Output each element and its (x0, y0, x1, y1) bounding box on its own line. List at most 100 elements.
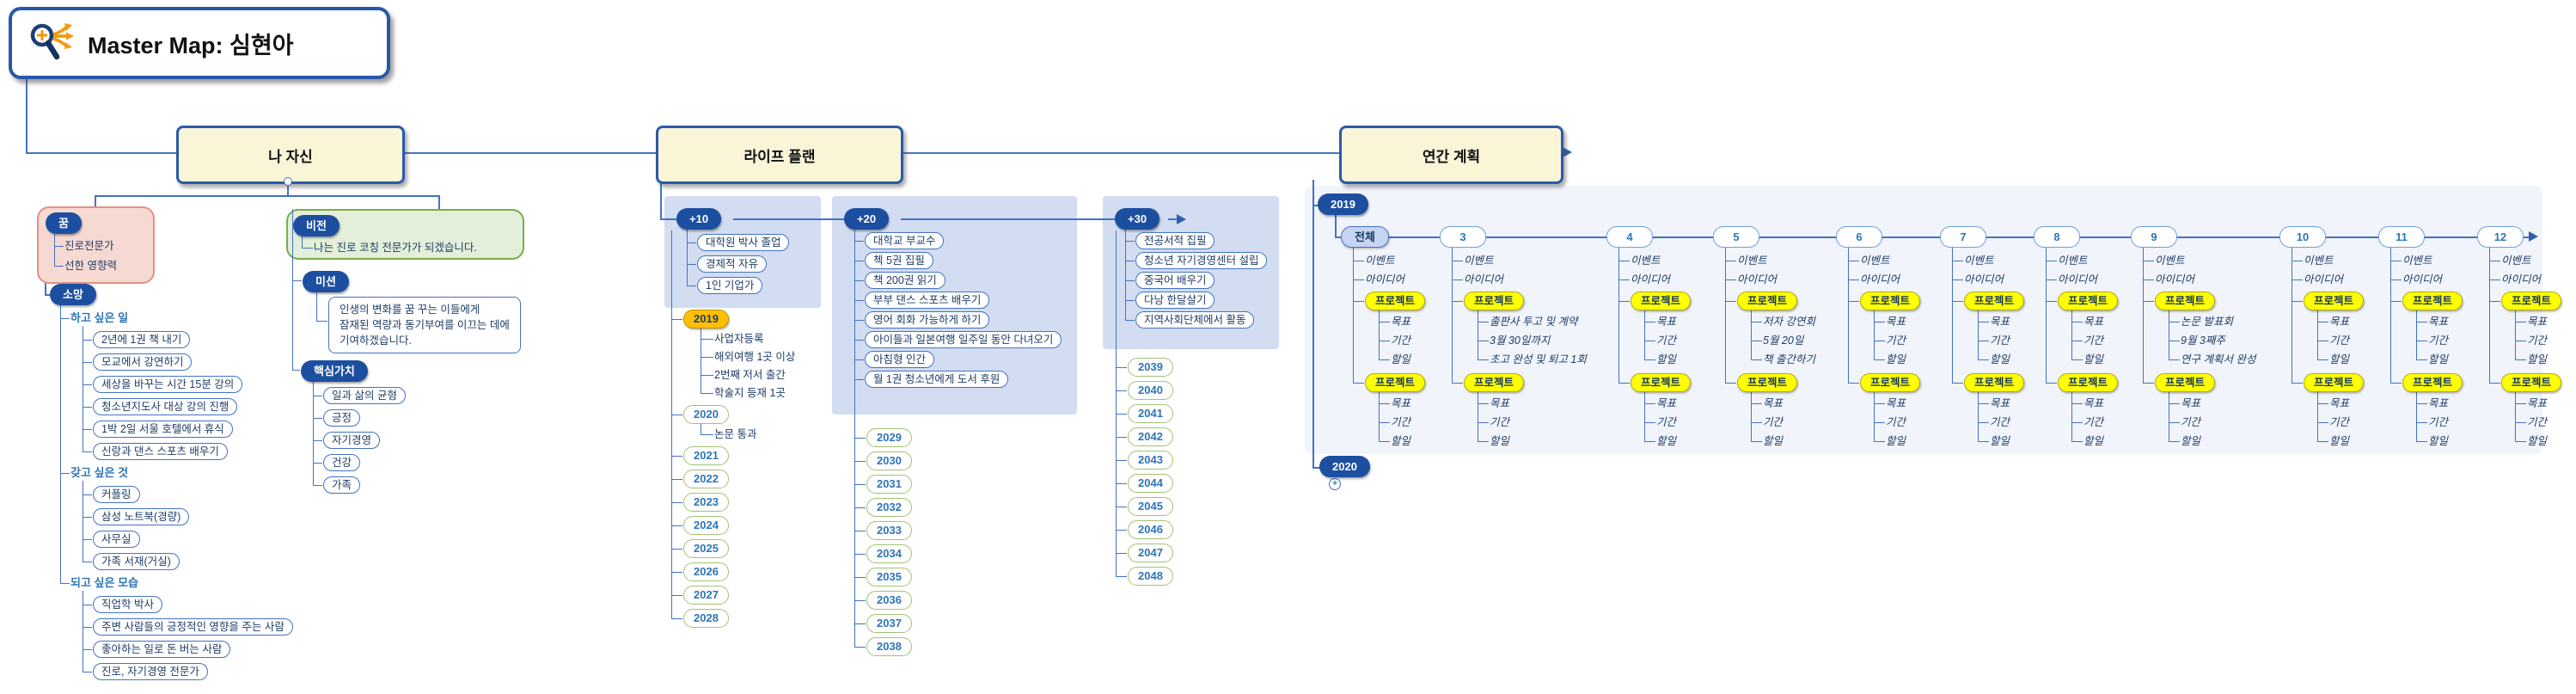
project-item[interactable]: 할일 (1763, 435, 1784, 447)
month-column-topic[interactable]: 10 (2279, 226, 2326, 248)
year-item[interactable]: 2번째 저서 출간 (714, 369, 786, 381)
wish-item[interactable]: 가족 서재(거실) (93, 553, 180, 570)
decade-goal[interactable]: 1인 기업가 (697, 277, 763, 294)
year-item[interactable]: 논문 통과 (714, 428, 757, 440)
project-topic[interactable]: 프로젝트 (2402, 373, 2463, 392)
topic-core-values[interactable]: 핵심가치 (301, 360, 368, 383)
project-item[interactable]: 기간 (2329, 335, 2350, 347)
project-item[interactable]: 연구 계획서 완성 (2181, 353, 2256, 365)
year-item[interactable]: 해외여행 1곳 이상 (714, 351, 796, 363)
project-item[interactable]: 저자 강연회 (1763, 316, 1815, 328)
project-item[interactable]: 할일 (2181, 435, 2201, 447)
project-topic[interactable]: 프로젝트 (2155, 292, 2216, 310)
project-item[interactable]: 기간 (1886, 416, 1906, 428)
project-item[interactable]: 할일 (1391, 435, 1411, 447)
project-item[interactable]: 기간 (1763, 416, 1784, 428)
year-topic[interactable]: 2040 (1128, 381, 1173, 400)
year-topic[interactable]: 2046 (1128, 520, 1173, 539)
decade-goal[interactable]: 영어 회화 가능하게 하기 (865, 311, 990, 329)
month-column-topic[interactable]: 6 (1836, 226, 1882, 248)
project-topic[interactable]: 프로젝트 (1737, 373, 1798, 392)
year-topic[interactable]: 2031 (866, 475, 912, 494)
project-item[interactable]: 논문 발표회 (2181, 316, 2233, 328)
year-topic[interactable]: 2043 (1128, 451, 1173, 470)
decade-goal[interactable]: 대학원 박사 졸업 (697, 234, 790, 251)
year-topic[interactable]: 2036 (866, 591, 912, 610)
column-row-label[interactable]: 아이디어 (1860, 273, 1900, 286)
wish-item[interactable]: 사무실 (93, 531, 140, 548)
project-item[interactable]: 기간 (2083, 335, 2104, 347)
year-topic[interactable]: 2019 (683, 310, 729, 329)
project-item[interactable]: 할일 (1990, 353, 2010, 365)
year-topic[interactable]: 2023 (683, 493, 729, 512)
month-column-topic[interactable]: 8 (2034, 226, 2080, 248)
year-topic[interactable]: 2042 (1128, 427, 1173, 446)
year-topic[interactable]: 2033 (866, 521, 912, 540)
decade-goal[interactable]: 책 200권 읽기 (865, 272, 945, 289)
year-topic[interactable]: 2041 (1128, 404, 1173, 423)
project-topic[interactable]: 프로젝트 (1365, 373, 1426, 392)
project-item[interactable]: 할일 (1391, 353, 1411, 365)
project-item[interactable]: 5월 20일 (1763, 335, 1804, 347)
month-column-topic[interactable]: 12 (2477, 226, 2524, 248)
decade-goal[interactable]: 경제적 자유 (697, 255, 767, 273)
project-item[interactable]: 기간 (1990, 335, 2010, 347)
project-item[interactable]: 기간 (1886, 335, 1906, 347)
year-topic[interactable]: 2045 (1128, 497, 1173, 516)
project-item[interactable]: 할일 (2428, 353, 2449, 365)
topic-dream[interactable]: 꿈 (46, 212, 82, 234)
project-item[interactable]: 3월 30일까지 (1490, 335, 1551, 347)
branch-self-topic[interactable]: 나 자신 (176, 126, 405, 184)
wish-item[interactable]: 직업학 박사 (93, 596, 162, 613)
year-topic[interactable]: 2030 (866, 451, 912, 470)
project-topic[interactable]: 프로젝트 (1464, 292, 1525, 310)
annual-year-collapsed-topic[interactable]: 2020 (1319, 456, 1370, 477)
column-row-label[interactable]: 이벤트 (1365, 255, 1395, 267)
project-item[interactable]: 목표 (1763, 397, 1784, 409)
wish-item[interactable]: 세상을 바꾸는 시간 15분 강의 (93, 376, 243, 393)
project-item[interactable]: 목표 (2527, 316, 2548, 328)
wish-item[interactable]: 1박 2일 서울 호텔에서 휴식 (93, 421, 233, 438)
wish-category[interactable]: 하고 싶은 일 (70, 311, 129, 324)
year-topic[interactable]: 2048 (1128, 567, 1173, 586)
wish-item[interactable]: 좋아하는 일로 돈 버는 사람 (93, 641, 231, 658)
project-item[interactable]: 기간 (2181, 416, 2201, 428)
core-value-item[interactable]: 가족 (323, 476, 361, 494)
year-topic[interactable]: 2029 (866, 428, 912, 447)
topic-vision[interactable]: 비전 (293, 215, 340, 236)
project-topic[interactable]: 프로젝트 (1860, 292, 1921, 310)
year-topic[interactable]: 2034 (866, 544, 912, 563)
project-item[interactable]: 기간 (2527, 416, 2548, 428)
year-topic[interactable]: 2022 (683, 470, 729, 488)
decade-goal[interactable]: 아이들과 일본여행 일주일 동안 다녀오기 (865, 331, 1062, 348)
project-topic[interactable]: 프로젝트 (2402, 292, 2463, 310)
project-topic[interactable]: 프로젝트 (1631, 292, 1692, 310)
project-item[interactable]: 목표 (2329, 397, 2350, 409)
core-value-item[interactable]: 건강 (323, 454, 361, 472)
project-item[interactable]: 목표 (1391, 316, 1411, 328)
project-item[interactable]: 할일 (1990, 435, 2010, 447)
project-item[interactable]: 기간 (1656, 416, 1677, 428)
project-topic[interactable]: 프로젝트 (2155, 373, 2216, 392)
topic-decade[interactable]: +10 (676, 208, 722, 230)
project-item[interactable]: 목표 (1990, 316, 2010, 328)
project-topic[interactable]: 프로젝트 (2304, 292, 2365, 310)
project-item[interactable]: 기간 (2527, 335, 2548, 347)
column-row-label[interactable]: 이벤트 (1631, 255, 1661, 267)
month-column-topic[interactable]: 4 (1606, 226, 1653, 248)
project-item[interactable]: 기간 (2329, 416, 2350, 428)
project-topic[interactable]: 프로젝트 (1964, 292, 2025, 310)
project-item[interactable]: 목표 (1656, 316, 1677, 328)
project-item[interactable]: 목표 (2428, 316, 2449, 328)
decade-goal[interactable]: 부부 댄스 스포츠 배우기 (865, 292, 990, 309)
month-column-topic[interactable]: 3 (1440, 226, 1486, 248)
year-topic[interactable]: 2032 (866, 498, 912, 517)
wish-item[interactable]: 진로, 자기경영 전문가 (93, 663, 208, 680)
project-item[interactable]: 기간 (1391, 416, 1411, 428)
branch-annual-topic[interactable]: 연간 계획 (1339, 126, 1563, 184)
project-topic[interactable]: 프로젝트 (1964, 373, 2025, 392)
project-item[interactable]: 할일 (1886, 435, 1906, 447)
wish-item[interactable]: 주변 사람들의 긍정적인 영향을 주는 사람 (93, 618, 293, 636)
wish-item[interactable]: 2년에 1권 책 내기 (93, 331, 191, 348)
project-item[interactable]: 책 출간하기 (1763, 353, 1815, 365)
